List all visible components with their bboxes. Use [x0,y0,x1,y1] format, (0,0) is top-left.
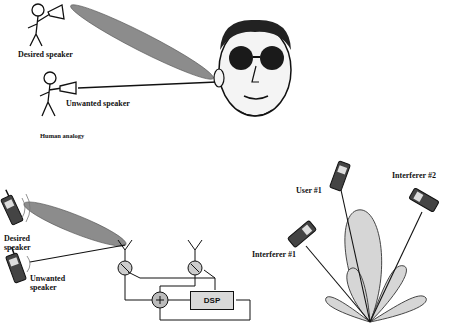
hair [220,20,291,50]
signal-path [306,246,370,322]
phone-body [1,195,24,225]
phone [330,161,351,191]
phone-screen [337,165,347,174]
sunglasses [229,46,253,70]
phone-screen [302,225,313,236]
listening-beam [67,0,218,86]
sunglasses-bridge [253,56,260,58]
antenna-symbol [118,240,132,261]
signal-path [30,245,125,262]
text-label: Interferer #1 [252,250,296,259]
summer-circle [152,292,168,308]
radiation-pattern [326,210,427,322]
speaker-body [40,84,62,116]
speaker-head [32,4,44,16]
antenna-beam [21,195,130,253]
sunglasses [260,46,284,70]
antenna-array [118,240,250,320]
text-label: Unwanted speaker [66,99,130,108]
nose [252,66,259,82]
text-label: Unwanted speaker [30,274,84,292]
radio-waves [27,256,30,272]
phone-body [330,161,351,191]
weight-mark [121,264,199,272]
phone [287,220,316,247]
summer-mark [156,296,164,304]
signal-path [341,190,370,322]
phone [409,188,439,212]
text-label: Desired speaker [18,50,73,59]
sound-path [78,82,217,88]
control-wire [128,270,215,290]
text-label: Human analogy [40,132,84,139]
signal-wire [125,275,152,300]
mouth [244,96,268,99]
megaphone [48,5,64,19]
control-wire [140,278,215,279]
speaker-figure [28,4,64,46]
speaker-body [28,14,50,46]
text-label: User #1 [296,186,322,195]
main-lobe [345,210,382,322]
phone-body [409,188,439,212]
dsp-box: DSP [190,291,234,310]
box-label: DSP [204,296,220,305]
speaker-head [44,72,56,84]
text-label: Desired speaker [4,234,46,252]
signal-path [306,190,422,322]
signal-path [370,212,422,322]
phone-screen [4,199,14,209]
phone-body [287,220,316,247]
ear [214,69,224,87]
phone-antenna [6,190,9,196]
side-lobe [370,296,426,322]
side-lobe [326,297,370,322]
signal-wire [168,300,190,301]
speaker-figure [40,72,76,116]
phone-screen [9,257,19,266]
listener-face [214,20,291,116]
radio-waves [22,194,30,222]
phone-screen [413,192,423,202]
chin [238,110,272,116]
text-label: Interferer #2 [392,171,436,180]
megaphone [60,82,76,94]
phone-body [6,253,27,283]
phone [0,188,23,225]
antenna-symbol [188,240,202,261]
